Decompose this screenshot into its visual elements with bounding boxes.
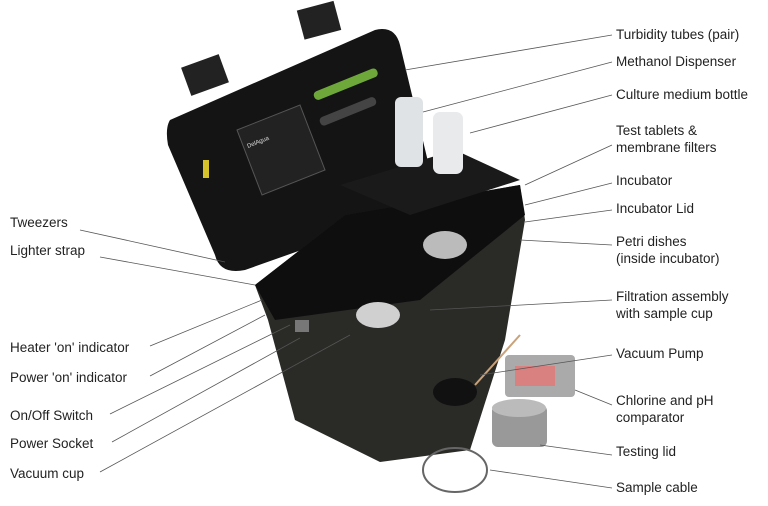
label-lighter-strap: Lighter strap (10, 243, 86, 258)
label-test-tablets: Test tablets & membrane filters (616, 122, 717, 156)
label-testing-lid: Testing lid (616, 444, 677, 459)
petri-dishes (423, 231, 467, 259)
label-vacuum-pump: Vacuum Pump (616, 346, 704, 361)
lighter (203, 160, 209, 178)
turbidity-tube (313, 68, 378, 100)
label-line-2: with sample cup (616, 306, 713, 321)
label-line-1: Test tablets & (616, 123, 698, 138)
label-power-socket: Power Socket (10, 436, 94, 451)
label-turbidity-tubes: Turbidity tubes (pair) (616, 27, 740, 42)
label-sample-cable: Sample cable (616, 480, 698, 495)
label-power-indicator: Power 'on' indicator (10, 370, 127, 385)
label-methanol-dispenser: Methanol Dispenser (616, 54, 737, 69)
vacuum-pump-bulb (433, 378, 477, 406)
label-heater-indicator: Heater 'on' indicator (10, 340, 130, 355)
label-on-off-switch: On/Off Switch (10, 408, 94, 423)
label-tweezers: Tweezers (10, 215, 68, 230)
filtration-assembly (356, 302, 400, 328)
label-line-1: Chlorine and pH (616, 393, 714, 408)
label-culture-bottle: Culture medium bottle (616, 87, 749, 102)
label-line-1: Petri dishes (616, 234, 687, 249)
label-incubator: Incubator (616, 173, 673, 188)
label-line-2: membrane filters (616, 140, 717, 155)
power-socket (295, 320, 309, 332)
label-filtration-assembly: Filtration assembly with sample cup (616, 288, 729, 322)
label-line-2: comparator (616, 410, 685, 425)
culture-bottle (433, 112, 463, 174)
label-incubator-lid: Incubator Lid (616, 201, 695, 216)
label-line-2: (inside incubator) (616, 251, 720, 266)
label-chlorine-comparator: Chlorine and pH comparator (616, 392, 714, 426)
sample-cable (422, 447, 488, 493)
label-vacuum-cup: Vacuum cup (10, 466, 85, 481)
label-petri-dishes: Petri dishes (inside incubator) (616, 233, 720, 267)
methanol-dispenser (395, 97, 423, 167)
leader-lines (79, 34, 613, 489)
case-lid: DelAgua (166, 0, 430, 271)
label-line-1: Filtration assembly (616, 289, 729, 304)
